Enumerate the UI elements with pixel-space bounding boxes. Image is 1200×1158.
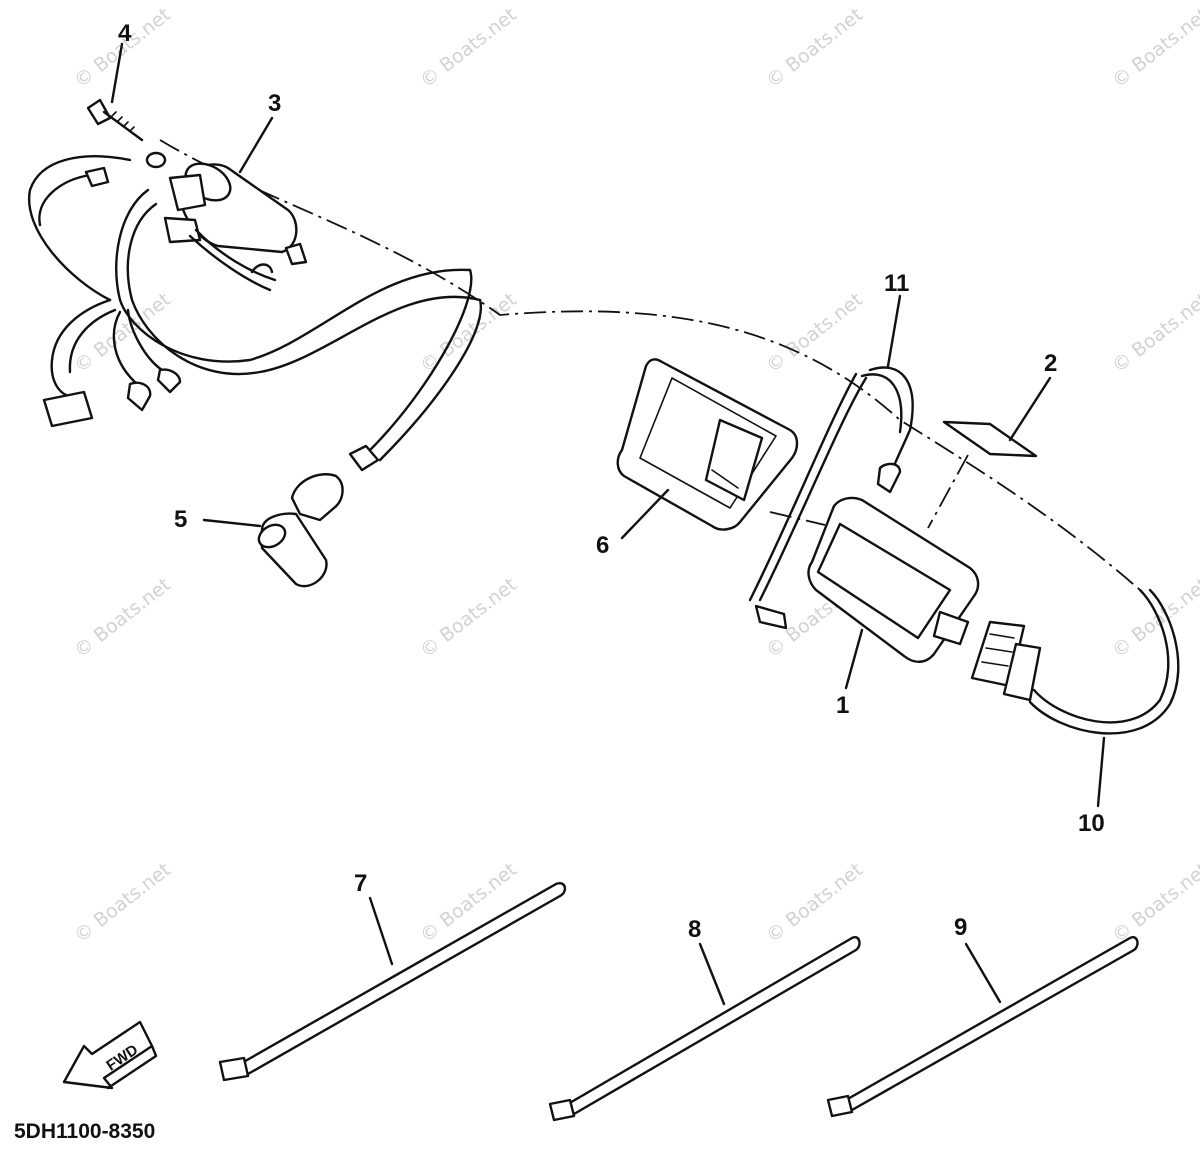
callout-6: 6 <box>596 532 610 559</box>
routing-line <box>159 139 1141 591</box>
harness-left <box>27 155 482 428</box>
callout-5: 5 <box>174 506 188 533</box>
callout-7: 7 <box>354 870 368 897</box>
harness-part-10 <box>970 588 1180 735</box>
callout-3: 3 <box>268 90 282 117</box>
callout-11: 11 <box>884 270 910 297</box>
callout-2: 2 <box>1044 350 1058 377</box>
callout-9: 9 <box>954 914 968 941</box>
plate-part-2 <box>942 420 1038 458</box>
callout-8: 8 <box>688 916 702 943</box>
diagram-part-number: 5DH1100-8350 <box>14 1120 156 1143</box>
callout-4: 4 <box>118 20 132 47</box>
plug-cap-part-5 <box>250 263 483 588</box>
cable-tie-part-9 <box>826 936 1139 1118</box>
cdi-unit-part-1 <box>807 496 980 663</box>
cable-tie-part-7 <box>218 882 567 1082</box>
bolt-part-4 <box>86 98 167 169</box>
lead-wire-part-11 <box>748 366 914 630</box>
leader-lines <box>110 42 1106 1006</box>
cable-tie-part-8 <box>548 936 861 1122</box>
routing-line-2 <box>927 454 969 529</box>
callout-10: 10 <box>1078 810 1105 837</box>
bracket-part-6 <box>616 358 799 531</box>
fwd-arrow-icon: FWD <box>62 1020 158 1090</box>
callout-1: 1 <box>836 692 850 719</box>
ignition-coil-part-3 <box>163 162 308 292</box>
